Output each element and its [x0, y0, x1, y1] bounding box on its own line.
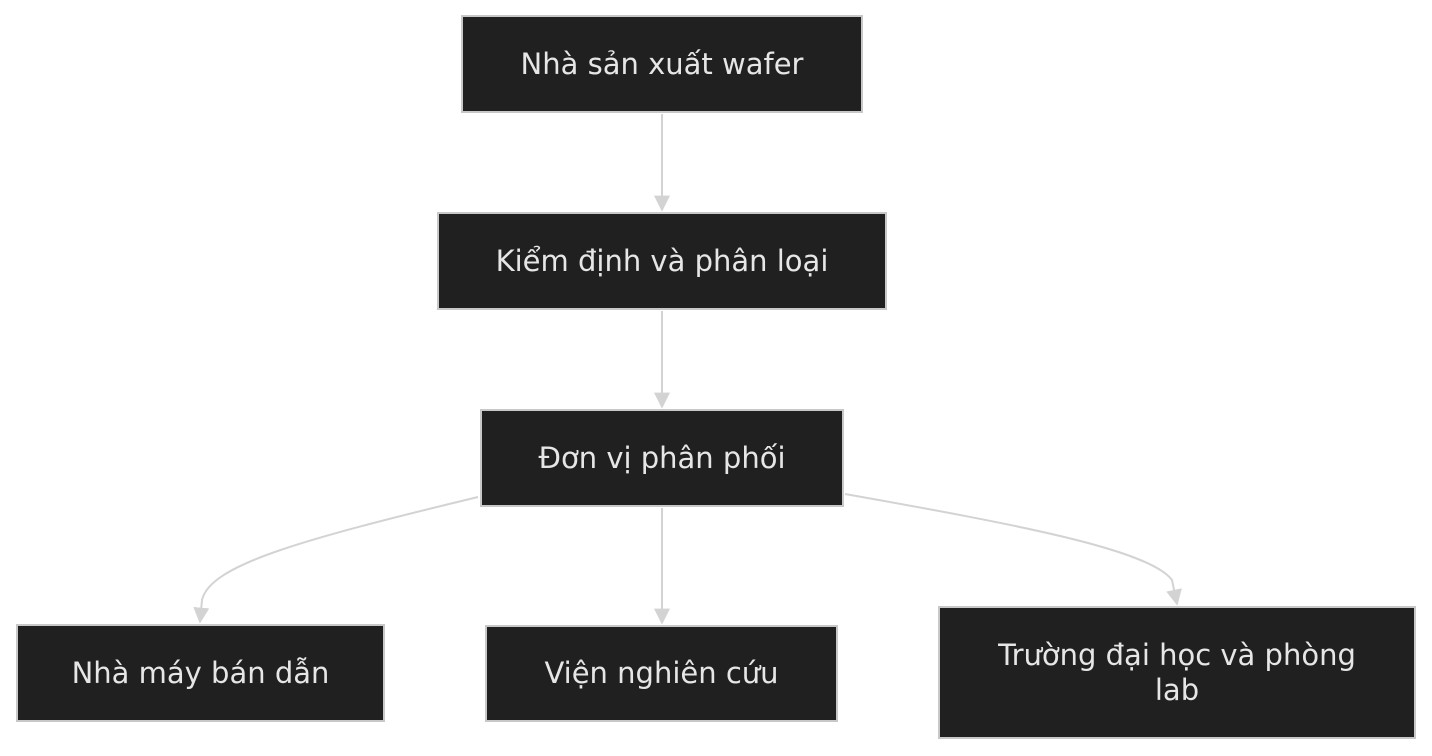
node-institute: Viện nghiên cứu: [485, 625, 838, 722]
node-label: Đơn vị phân phối: [538, 440, 786, 475]
node-label: Nhà sản xuất wafer: [520, 46, 804, 81]
node-university: Trường đại học và phòng lab: [938, 606, 1416, 739]
node-label: Viện nghiên cứu: [544, 656, 779, 690]
node-label: Kiểm định và phân loại: [495, 243, 829, 278]
node-label: Trường đại học và phòng lab: [998, 637, 1356, 707]
node-distributor: Đơn vị phân phối: [480, 409, 844, 507]
node-fab: Nhà máy bán dẫn: [16, 624, 385, 722]
edge-distributor-to-university: [844, 493, 1182, 606]
node-wafer-maker: Nhà sản xuất wafer: [461, 15, 863, 113]
node-inspection: Kiểm định và phân loại: [437, 212, 887, 310]
node-label: Nhà máy bán dẫn: [71, 655, 330, 690]
edge-distributor-to-fab: [193, 496, 479, 624]
